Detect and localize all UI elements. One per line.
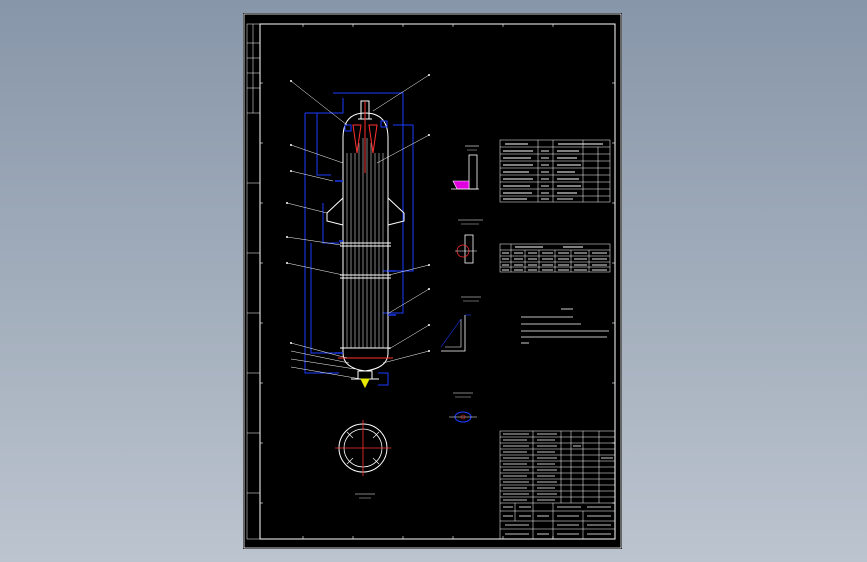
sheet-outer-border	[243, 13, 622, 549]
zone-ticks	[260, 24, 615, 539]
cad-drawing	[243, 13, 622, 549]
nozzle-table-text	[502, 246, 607, 271]
dimension-lines-right	[342, 92, 414, 386]
part-leaders	[286, 74, 430, 380]
side-nozzles	[335, 180, 396, 354]
vessel-shell	[340, 112, 391, 372]
bottom-nozzle	[338, 357, 393, 389]
title-block	[499, 430, 616, 540]
dimension-lines-left	[304, 92, 343, 374]
vessel-top-view	[335, 420, 391, 499]
support-lugs	[326, 197, 405, 226]
tube-bundle	[346, 138, 384, 348]
technical-table	[499, 139, 611, 203]
title-block-text	[503, 433, 613, 535]
technical-table-text	[503, 143, 603, 200]
drawing-border	[259, 23, 616, 540]
vertical-vessel-elevation	[286, 74, 430, 389]
top-nozzles	[344, 100, 388, 173]
left-margin-strip	[246, 23, 261, 540]
technical-notes	[521, 308, 609, 344]
drawing-sheet	[243, 13, 622, 549]
part-balloon-dots	[286, 74, 430, 352]
detail-views	[440, 145, 483, 423]
nozzle-table	[499, 243, 611, 273]
